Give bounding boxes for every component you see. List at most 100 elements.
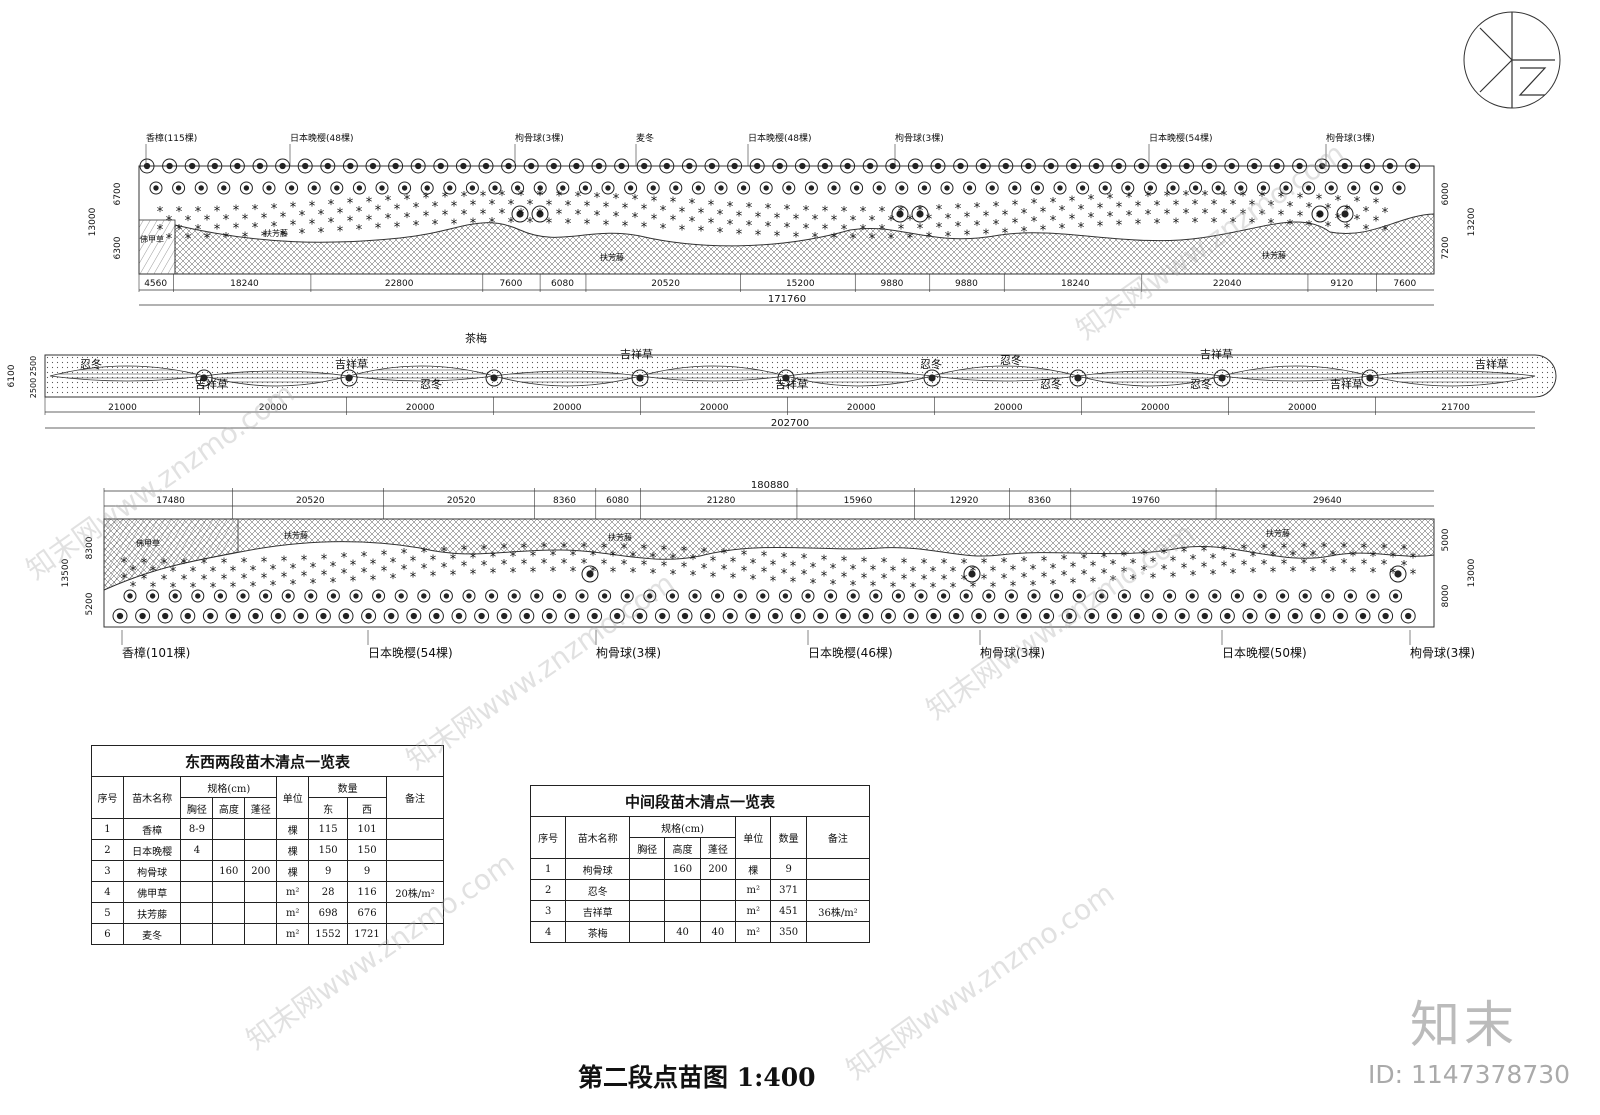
svg-text:*: * [670, 196, 677, 211]
svg-text:*: * [1030, 563, 1037, 578]
svg-text:*: * [341, 567, 348, 582]
svg-text:*: * [432, 200, 439, 215]
shrub-icon: * [410, 555, 417, 570]
tree-icon [631, 369, 649, 387]
shrub-icon: * [361, 550, 368, 565]
svg-text:*: * [1330, 549, 1337, 564]
tree-icon [229, 158, 245, 174]
shrub-icon: * [1090, 575, 1097, 590]
tree-icon [646, 181, 660, 195]
shrub-icon: * [741, 564, 748, 579]
shrub-icon: * [1240, 189, 1247, 204]
svg-text:*: * [318, 226, 325, 241]
tree-icon [975, 158, 991, 174]
table2-cell-name: 茶梅 [565, 921, 631, 943]
shrub-icon: * [370, 557, 377, 572]
tree-icon [1156, 158, 1172, 174]
svg-text:*: * [981, 557, 988, 572]
shrub-icon: * [565, 199, 572, 214]
tree-icon [342, 158, 358, 174]
middle-total-dim: 202700 [771, 418, 809, 429]
svg-text:*: * [1354, 195, 1361, 210]
svg-text:*: * [1381, 558, 1388, 573]
east-total-dim: 171760 [768, 294, 806, 305]
dimension-label: 20000 [847, 403, 876, 413]
tree-icon [1219, 608, 1235, 624]
svg-text:*: * [1221, 543, 1228, 558]
svg-text:*: * [1259, 190, 1266, 205]
plant-label: 日本晚樱(46棵) [808, 645, 893, 660]
tree-icon [985, 181, 999, 195]
shrub-icon: * [710, 554, 717, 569]
svg-text:*: * [442, 191, 449, 206]
shrub-icon: * [950, 581, 957, 596]
tree-icon [519, 608, 535, 624]
shrub-icon: * [869, 214, 876, 229]
tree-icon [478, 158, 494, 174]
tree-icon [1185, 589, 1199, 603]
table1-cell-name: 麦冬 [122, 923, 182, 945]
svg-text:*: * [1230, 551, 1237, 566]
shrub-icon: * [309, 199, 316, 214]
plant-label: 忍冬 [1000, 353, 1022, 367]
plant-label: 香樟(115棵) [146, 132, 197, 144]
shrub-icon: * [1081, 552, 1088, 567]
shrub-icon: * [1321, 541, 1328, 556]
shrub-icon: * [195, 205, 202, 220]
svg-text:*: * [470, 567, 477, 582]
shrub-icon: * [730, 556, 737, 571]
shrub-icon: * [556, 208, 563, 223]
table1-cell-unit: m² [276, 902, 310, 924]
shrub-icon: * [1261, 542, 1268, 557]
tree-icon [1389, 565, 1407, 583]
shrub-icon: * [841, 205, 848, 220]
shrub-icon: * [176, 205, 183, 220]
shrub-icon: * [290, 562, 297, 577]
svg-text:*: * [546, 216, 553, 231]
shrub-icon: * [917, 222, 924, 237]
shrub-icon: * [1250, 550, 1257, 565]
shrub-icon: * [381, 549, 388, 564]
shrub-icon: * [793, 213, 800, 228]
tree-icon [1189, 181, 1203, 195]
svg-text:*: * [641, 559, 648, 574]
shrub-icon: * [781, 551, 788, 566]
tree-icon [139, 158, 155, 174]
shrub-icon: * [318, 208, 325, 223]
svg-text:*: * [879, 205, 886, 220]
table2-cell-height: 160 [664, 858, 701, 880]
svg-text:*: * [1081, 568, 1088, 583]
svg-text:*: * [1101, 551, 1108, 566]
svg-text:*: * [1261, 558, 1268, 573]
shrub-icon: * [432, 218, 439, 233]
shrub-icon: * [201, 573, 208, 588]
table1-cell-no: 5 [91, 902, 124, 924]
svg-text:*: * [157, 223, 164, 238]
shrub-icon: * [661, 560, 668, 575]
svg-text:*: * [1141, 564, 1148, 579]
shrub-icon: * [575, 208, 582, 223]
shrub-icon: * [1059, 222, 1066, 237]
shrub-icon: * [1290, 565, 1297, 580]
svg-text:*: * [1370, 550, 1377, 565]
shrub-icon: * [321, 568, 328, 583]
svg-text:*: * [1310, 565, 1317, 580]
svg-text:*: * [689, 215, 696, 230]
tree-icon [1030, 181, 1044, 195]
svg-text:*: * [1041, 570, 1048, 585]
tree-icon [1117, 589, 1131, 603]
shrub-icon: * [1382, 206, 1389, 221]
shrub-icon: * [765, 202, 772, 217]
west-right-dim: 13000 [1467, 558, 1477, 587]
svg-text:*: * [166, 232, 173, 247]
tree-icon [564, 608, 580, 624]
shrub-icon: * [1221, 207, 1228, 222]
shrub-icon: * [1161, 547, 1168, 562]
svg-text:*: * [661, 544, 668, 559]
svg-text:*: * [901, 557, 908, 572]
svg-text:*: * [290, 219, 297, 234]
shrub-icon: * [881, 556, 888, 571]
shrub-icon: * [1012, 199, 1019, 214]
shrub-icon: * [470, 567, 477, 582]
svg-text:*: * [250, 564, 257, 579]
